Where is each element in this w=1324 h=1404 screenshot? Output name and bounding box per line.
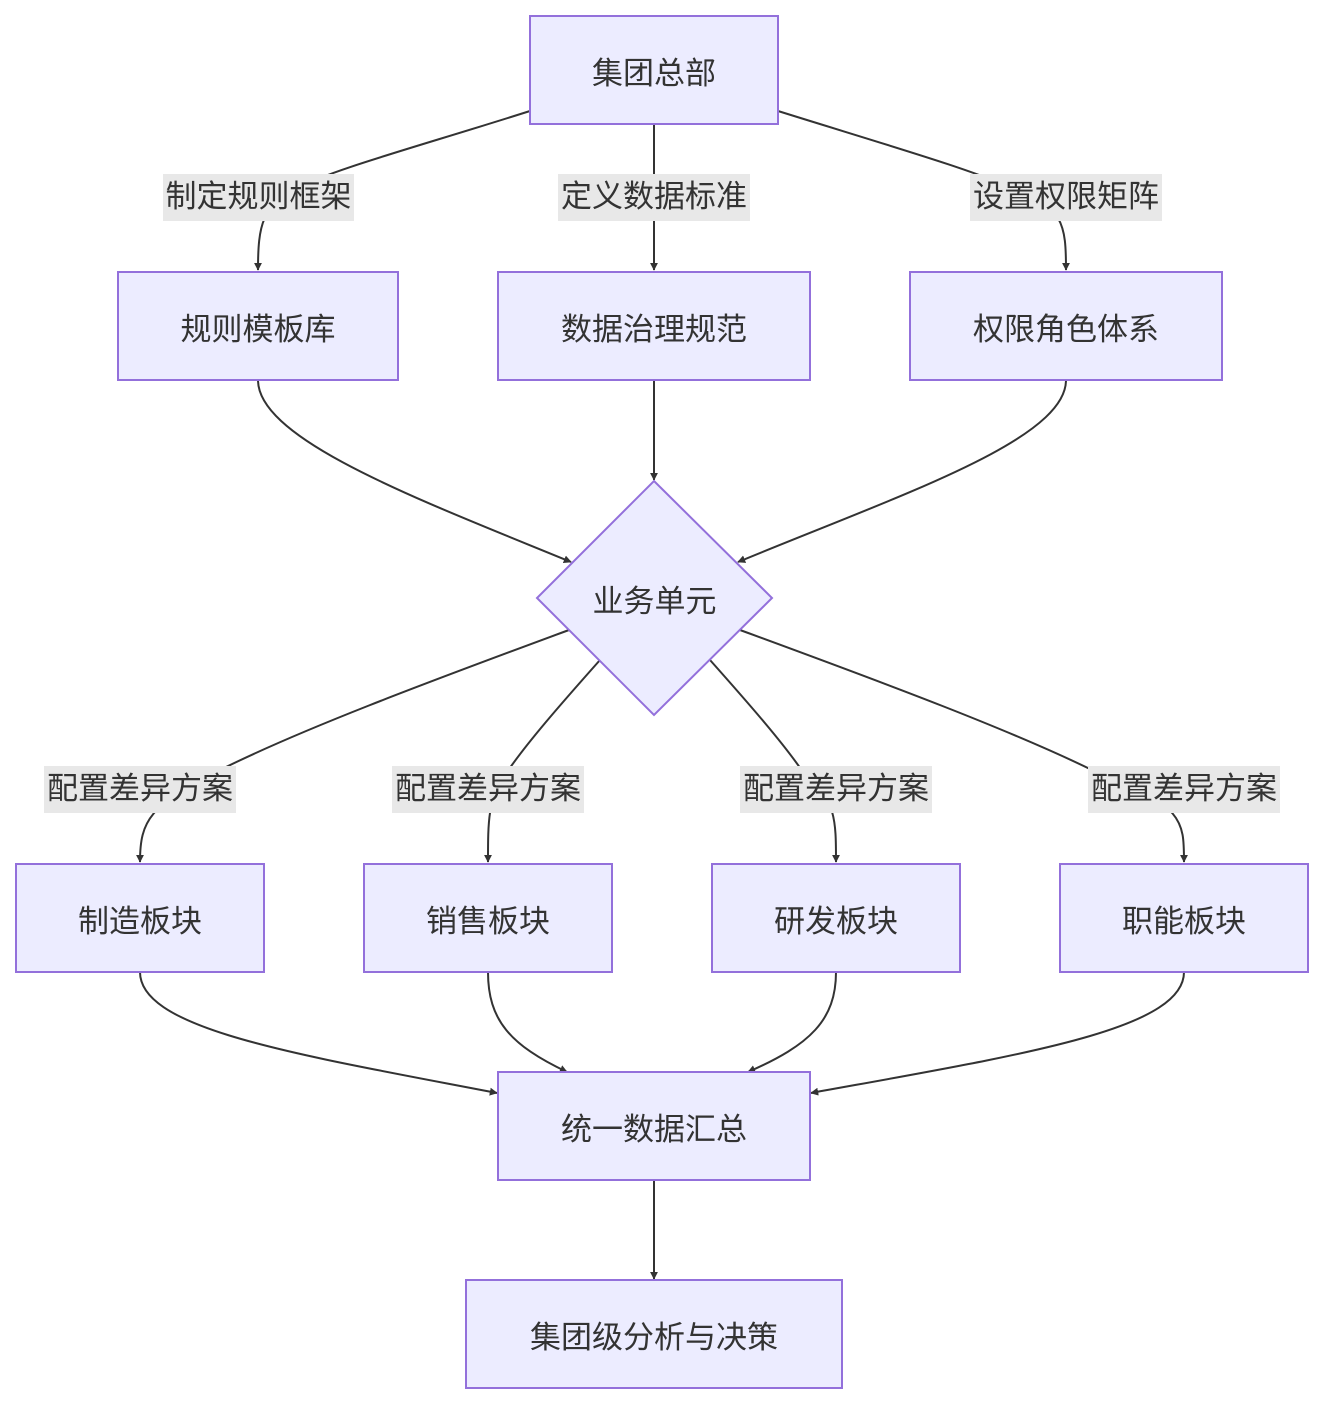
node-group-analysis-decision: 集团级分析与决策 <box>465 1279 843 1389</box>
edge-business-unit-to-rnd <box>709 659 840 863</box>
node-rnd: 研发板块 <box>711 863 961 973</box>
node-data-governance-spec: 数据治理规范 <box>497 271 811 381</box>
node-manufacturing: 制造板块 <box>15 863 265 973</box>
node-unified-data-summary: 统一数据汇总 <box>497 1071 811 1181</box>
node-hq: 集团总部 <box>529 15 779 125</box>
edge-label-bu-to-sales: 配置差异方案 <box>392 766 584 813</box>
edge-business-unit-to-functional <box>739 629 1188 863</box>
edge-label-bu-to-rnd: 配置差异方案 <box>740 766 932 813</box>
edge-label-hq-to-rules: 制定规则框架 <box>163 174 354 221</box>
edge-manufacturing-to-unified-data-summary <box>139 971 498 1096</box>
node-business-unit: 业务单元 <box>592 583 717 620</box>
node-permission-role-system: 权限角色体系 <box>909 271 1223 381</box>
business-unit-diamond <box>535 479 774 717</box>
edge-label-bu-to-manufacturing: 配置差异方案 <box>44 766 236 813</box>
edge-rule-template-library-to-business-unit <box>257 379 572 563</box>
node-sales: 销售板块 <box>363 863 613 973</box>
edge-label-bu-to-functional: 配置差异方案 <box>1088 766 1280 813</box>
edge-sales-to-unified-data-summary <box>487 971 568 1073</box>
edge-rnd-to-unified-data-summary <box>747 971 837 1073</box>
edge-business-unit-to-manufacturing <box>136 629 570 863</box>
node-rule-template-library: 规则模板库 <box>117 271 399 381</box>
edge-permission-role-system-to-business-unit <box>737 379 1067 563</box>
edge-functional-to-unified-data-summary <box>810 971 1185 1096</box>
edge-label-hq-to-data: 定义数据标准 <box>558 174 750 221</box>
node-functional: 职能板块 <box>1059 863 1309 973</box>
edge-label-hq-to-permission: 设置权限矩阵 <box>970 174 1162 221</box>
edge-business-unit-to-sales <box>484 659 601 863</box>
